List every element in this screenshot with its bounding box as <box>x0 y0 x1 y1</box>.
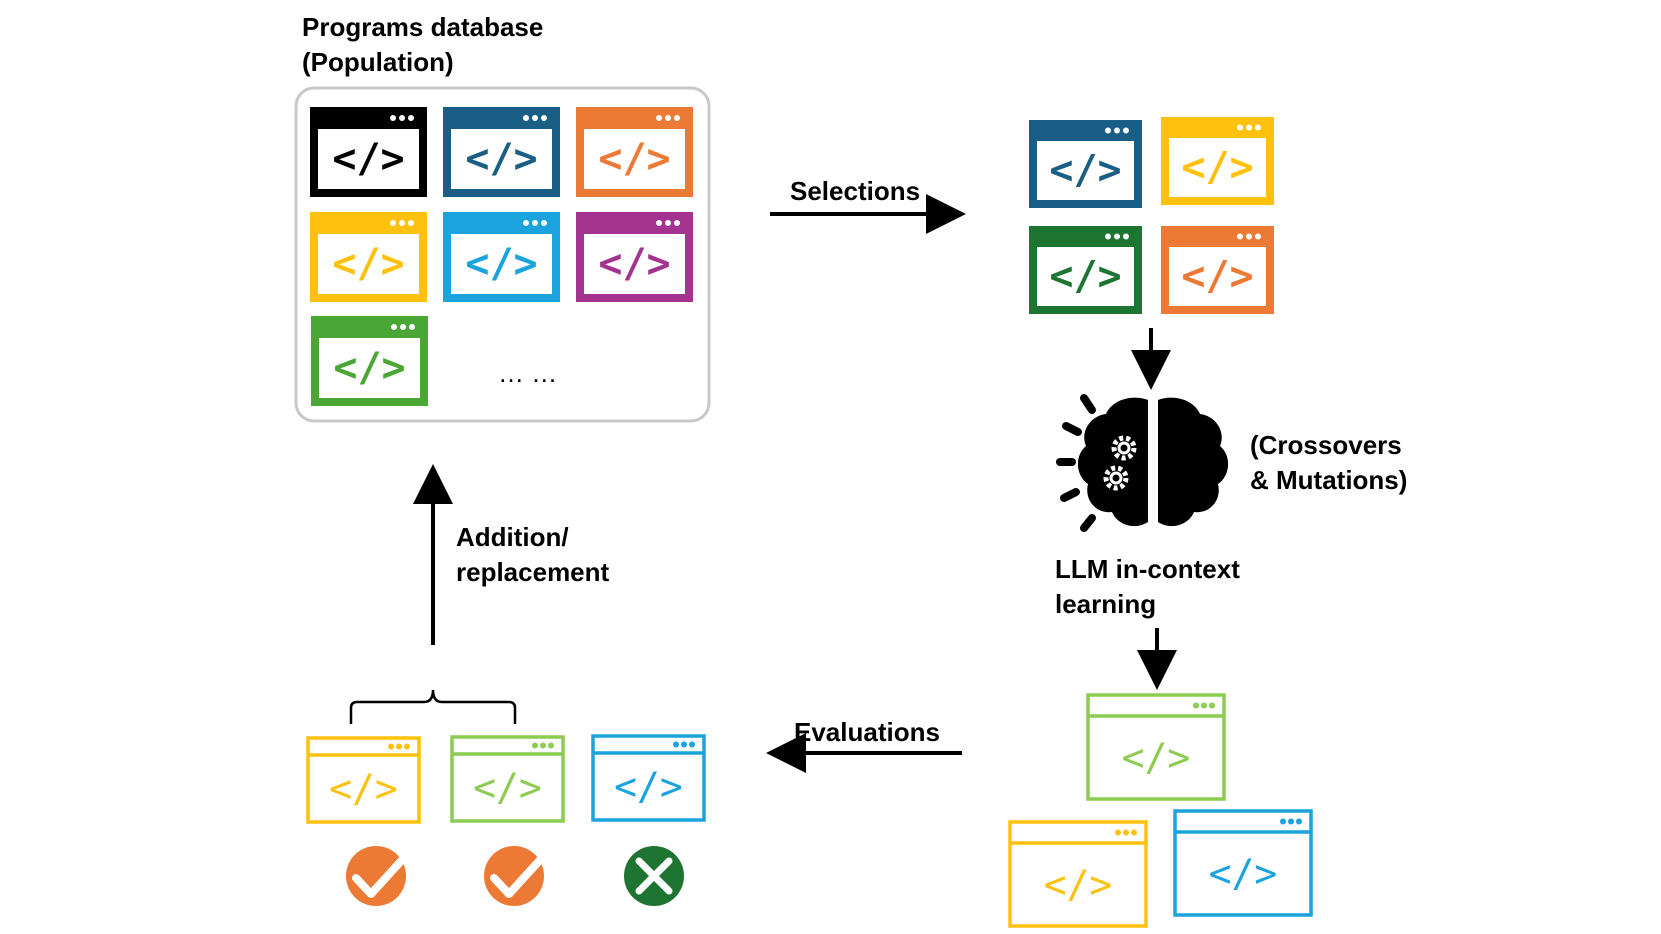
code-glyph: </> <box>329 767 398 811</box>
gear-icon <box>1103 435 1137 491</box>
addition-label: Addition/ replacement <box>456 522 610 587</box>
code-glyph: </> <box>1049 254 1121 300</box>
selected-program-card: </> <box>1161 226 1274 314</box>
evaluated-program-card: </> <box>306 736 421 824</box>
evaluations-label: Evaluations <box>794 717 940 747</box>
code-glyph: </> <box>598 136 670 182</box>
database-title: Programs database (Population) <box>302 12 544 77</box>
pass-check-icon <box>484 846 544 906</box>
code-glyph: </> <box>1181 145 1253 191</box>
population-program-card: </> <box>310 212 427 302</box>
code-glyph: </> <box>332 136 404 182</box>
code-glyph: </> <box>1209 852 1278 896</box>
code-glyph: </> <box>465 241 537 287</box>
population-ellipsis: … … <box>498 358 558 388</box>
generated-program-card: </> <box>1173 809 1313 917</box>
selections-label: Selections <box>790 176 921 206</box>
evaluated-program-card: </> <box>591 734 706 822</box>
code-glyph: </> <box>1181 254 1253 300</box>
code-glyph: </> <box>1044 863 1113 907</box>
llm-label: LLM in-context learning <box>1055 554 1240 619</box>
evaluated-program-card: </> <box>450 735 565 823</box>
population-program-card: </> <box>576 107 693 197</box>
crossovers-label: (Crossovers & Mutations) <box>1250 430 1408 495</box>
population-container <box>294 86 711 423</box>
population-program-card: </> <box>576 212 693 302</box>
population-program-card: </> <box>310 107 427 197</box>
generated-program-card: </> <box>1086 693 1226 801</box>
fail-x-icon <box>624 846 684 906</box>
code-glyph: </> <box>598 241 670 287</box>
pass-check-icon <box>346 846 406 906</box>
population-program-card: </> <box>311 316 428 406</box>
code-glyph: </> <box>465 136 537 182</box>
code-glyph: </> <box>473 766 542 810</box>
selected-program-card: </> <box>1029 226 1142 314</box>
selected-program-card: </> <box>1029 120 1142 208</box>
population-program-card: </> <box>443 107 560 197</box>
generated-program-card: </> <box>1008 820 1148 928</box>
code-glyph: </> <box>332 241 404 287</box>
selection-brace <box>349 689 517 724</box>
spark-lines <box>1056 394 1096 532</box>
code-glyph: </> <box>1122 736 1191 780</box>
code-glyph: </> <box>1049 148 1121 194</box>
population-program-card: </> <box>443 212 560 302</box>
code-glyph: </> <box>614 765 683 809</box>
code-glyph: </> <box>333 345 405 391</box>
selected-program-card: </> <box>1161 117 1274 205</box>
brain-icon <box>1056 394 1229 532</box>
